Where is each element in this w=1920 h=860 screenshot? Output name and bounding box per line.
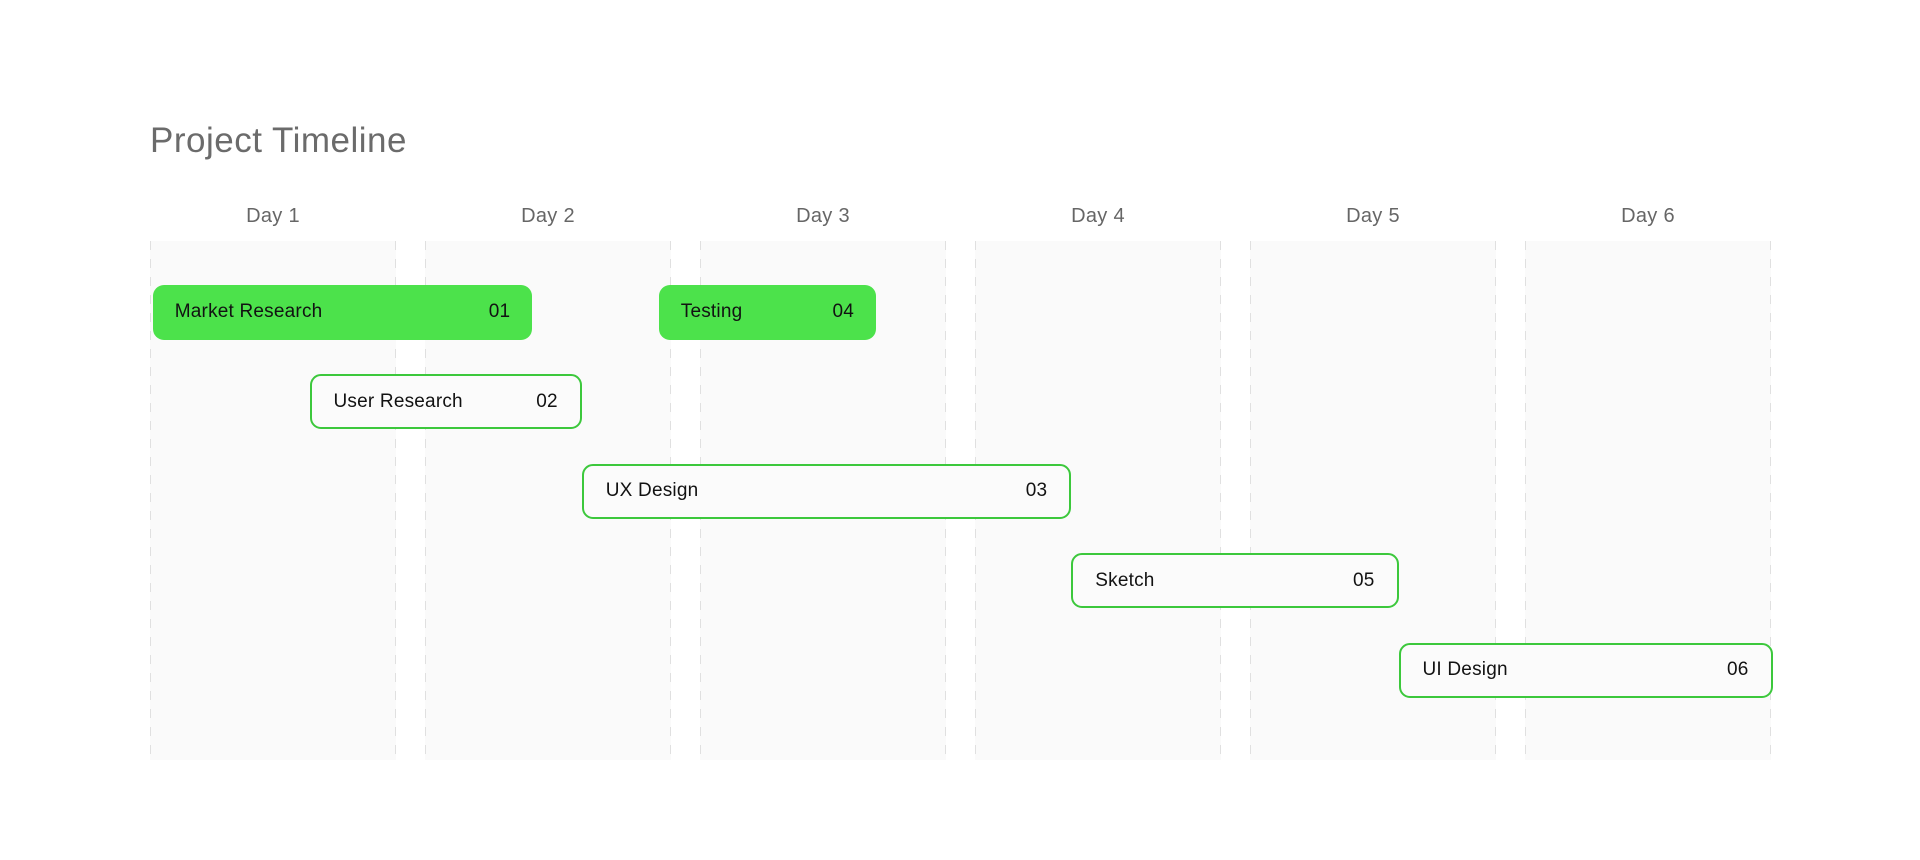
task-bar-04[interactable]: Testing 04 bbox=[658, 284, 876, 340]
day-label: Day 6 bbox=[1621, 205, 1675, 227]
task-number: 04 bbox=[832, 301, 854, 322]
day-label: Day 1 bbox=[246, 205, 300, 227]
day-label: Day 3 bbox=[796, 205, 850, 227]
task-bar-06[interactable]: UI Design 06 bbox=[1398, 642, 1773, 698]
page-title: Project Timeline bbox=[150, 121, 407, 161]
task-label: Testing bbox=[680, 301, 743, 322]
task-number: 01 bbox=[488, 301, 511, 322]
task-label: UX Design bbox=[605, 480, 699, 501]
task-bar-01[interactable]: Market Research 01 bbox=[152, 284, 533, 340]
day-label: Day 5 bbox=[1346, 205, 1400, 227]
task-label: Market Research bbox=[174, 301, 323, 322]
task-number: 02 bbox=[536, 390, 558, 412]
task-number: 05 bbox=[1352, 569, 1375, 591]
task-label: User Research bbox=[333, 390, 463, 412]
day-label: Day 2 bbox=[521, 205, 575, 227]
day-label: Day 4 bbox=[1071, 205, 1125, 227]
task-number: 03 bbox=[1025, 480, 1048, 501]
task-label: UI Design bbox=[1422, 659, 1508, 680]
task-bar-02[interactable]: User Research 02 bbox=[309, 374, 582, 429]
task-bar-03[interactable]: UX Design 03 bbox=[581, 463, 1072, 519]
task-number: 06 bbox=[1726, 659, 1749, 680]
task-bar-05[interactable]: Sketch 05 bbox=[1071, 553, 1399, 608]
task-label: Sketch bbox=[1095, 569, 1155, 591]
